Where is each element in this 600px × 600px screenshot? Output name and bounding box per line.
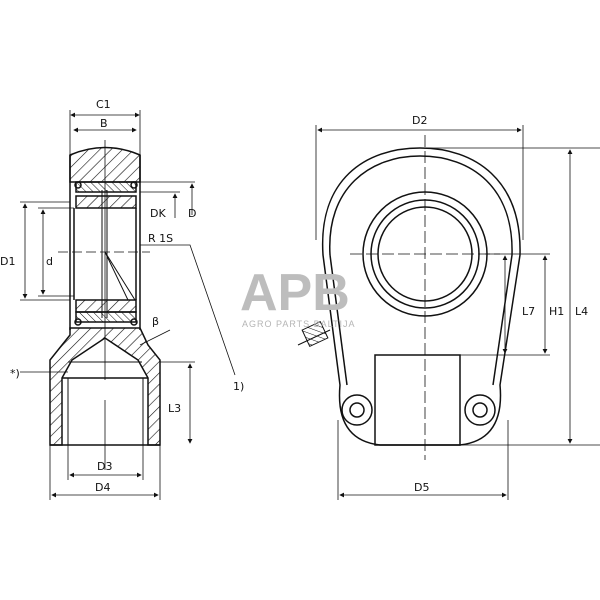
label-d-outer: D: [188, 207, 196, 220]
label-note-1: 1): [233, 380, 244, 393]
label-beta: β: [152, 315, 159, 328]
label-c1: C1: [96, 98, 111, 111]
front-view: [297, 135, 521, 460]
label-d3: D3: [97, 460, 112, 473]
side-view-dimensions: [20, 110, 236, 500]
label-d4: D4: [95, 481, 110, 494]
label-d2: D2: [412, 114, 427, 127]
label-d1: D1: [0, 255, 15, 268]
side-section-view: [49, 140, 161, 470]
watermark-logo: APB: [240, 264, 350, 322]
label-d-bore: d: [46, 255, 53, 268]
watermark: APB AGRO PARTS BALTIJA: [240, 264, 356, 329]
label-l7: L7: [522, 305, 535, 318]
label-d5: D5: [414, 481, 429, 494]
label-star-note: *): [10, 367, 20, 380]
watermark-text: AGRO PARTS BALTIJA: [242, 319, 356, 329]
grease-nipple: [297, 320, 331, 348]
label-radius: R 1S: [148, 232, 173, 245]
label-b: B: [100, 117, 108, 130]
label-l3: L3: [168, 402, 181, 415]
label-l4: L4: [575, 305, 588, 318]
label-dk: DK: [150, 207, 166, 220]
front-view-dimensions: [315, 125, 600, 500]
label-h1: H1: [549, 305, 564, 318]
